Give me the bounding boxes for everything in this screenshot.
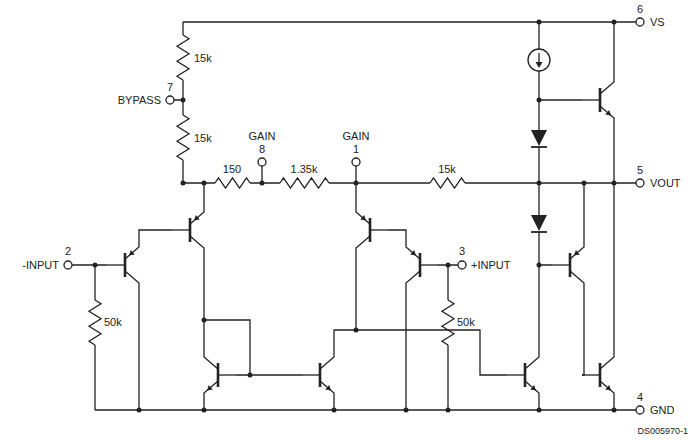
resistor-symbol bbox=[177, 35, 189, 80]
resistor-value: 15k bbox=[193, 132, 213, 144]
resistor-symbol bbox=[177, 115, 189, 160]
resistor-value: 15k bbox=[193, 52, 213, 64]
resistor-symbol bbox=[89, 300, 101, 345]
pin-number: 3 bbox=[458, 245, 466, 257]
resistor-value: 50k bbox=[103, 316, 123, 328]
resistor-value: 1.35k bbox=[290, 163, 319, 175]
pin-number: 4 bbox=[636, 391, 644, 403]
diode-symbol bbox=[531, 130, 547, 232]
pin-number: 6 bbox=[636, 3, 644, 15]
pin-name: GAIN bbox=[248, 130, 277, 142]
resistor-value: 50k bbox=[456, 316, 476, 328]
pin-terminals bbox=[64, 18, 644, 414]
resistor-value: 15k bbox=[437, 163, 457, 175]
wires bbox=[72, 22, 636, 410]
junction-dots bbox=[93, 20, 617, 413]
pin-number: 2 bbox=[64, 245, 72, 257]
pin-number: 1 bbox=[352, 143, 360, 155]
resistor-symbol bbox=[280, 178, 329, 188]
pin-name: -INPUT bbox=[21, 259, 60, 271]
pin-name: VS bbox=[649, 16, 666, 28]
pin-number: 8 bbox=[258, 143, 266, 155]
resistor-value: 150 bbox=[222, 163, 242, 175]
transistor-symbols bbox=[107, 72, 614, 403]
pin-number: 7 bbox=[166, 81, 174, 93]
part-number: DS005970-1 bbox=[636, 425, 689, 437]
pin-name: GAIN bbox=[342, 130, 371, 142]
pin-number: 5 bbox=[636, 164, 644, 176]
pin-name: GND bbox=[649, 404, 675, 416]
resistor-symbol bbox=[430, 178, 465, 188]
resistor-symbol bbox=[442, 300, 454, 345]
pin-name: +INPUT bbox=[470, 259, 511, 271]
pin-name: VOUT bbox=[649, 177, 682, 189]
current-source bbox=[528, 49, 550, 71]
resistor-symbol bbox=[215, 178, 250, 188]
pin-name: BYPASS bbox=[117, 94, 162, 106]
